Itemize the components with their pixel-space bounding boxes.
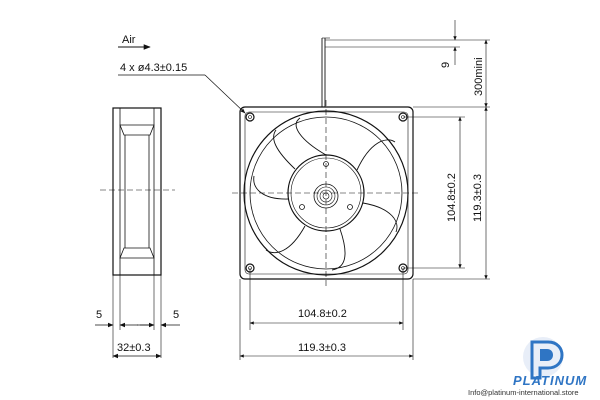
brand-contact: Info@platinum-international.store <box>468 388 579 397</box>
brand-name: PLATINUM <box>513 373 587 388</box>
front-view <box>232 100 420 288</box>
flange-right-label: 5 <box>173 309 179 321</box>
horizontal-dimension-lines <box>239 268 414 360</box>
hole-spacing-h-label: 104.8±0.2 <box>298 308 347 320</box>
side-view <box>100 107 175 358</box>
frame-width-label: 119.3±0.3 <box>298 342 346 354</box>
brand-logo <box>523 337 564 380</box>
airflow-label: Air <box>122 34 136 46</box>
depth-label: 32±0.3 <box>117 342 151 354</box>
mount-hole-leader <box>118 74 246 114</box>
frame-height-label: 119.3±0.3 <box>472 174 484 222</box>
mount-holes-label: 4 x ø4.3±0.15 <box>120 62 187 74</box>
lead-strip-label: 9 <box>440 62 452 68</box>
side-view-outline <box>112 107 162 276</box>
flange-left-label: 5 <box>96 309 102 321</box>
lead-length-label: 300mini <box>473 57 485 96</box>
lead-wires <box>321 37 460 107</box>
hole-spacing-v-label: 104.8±0.2 <box>446 173 458 222</box>
mount-hole-tl <box>245 112 255 122</box>
fan-blades <box>253 117 398 271</box>
vertical-dimension-lines <box>325 20 490 280</box>
